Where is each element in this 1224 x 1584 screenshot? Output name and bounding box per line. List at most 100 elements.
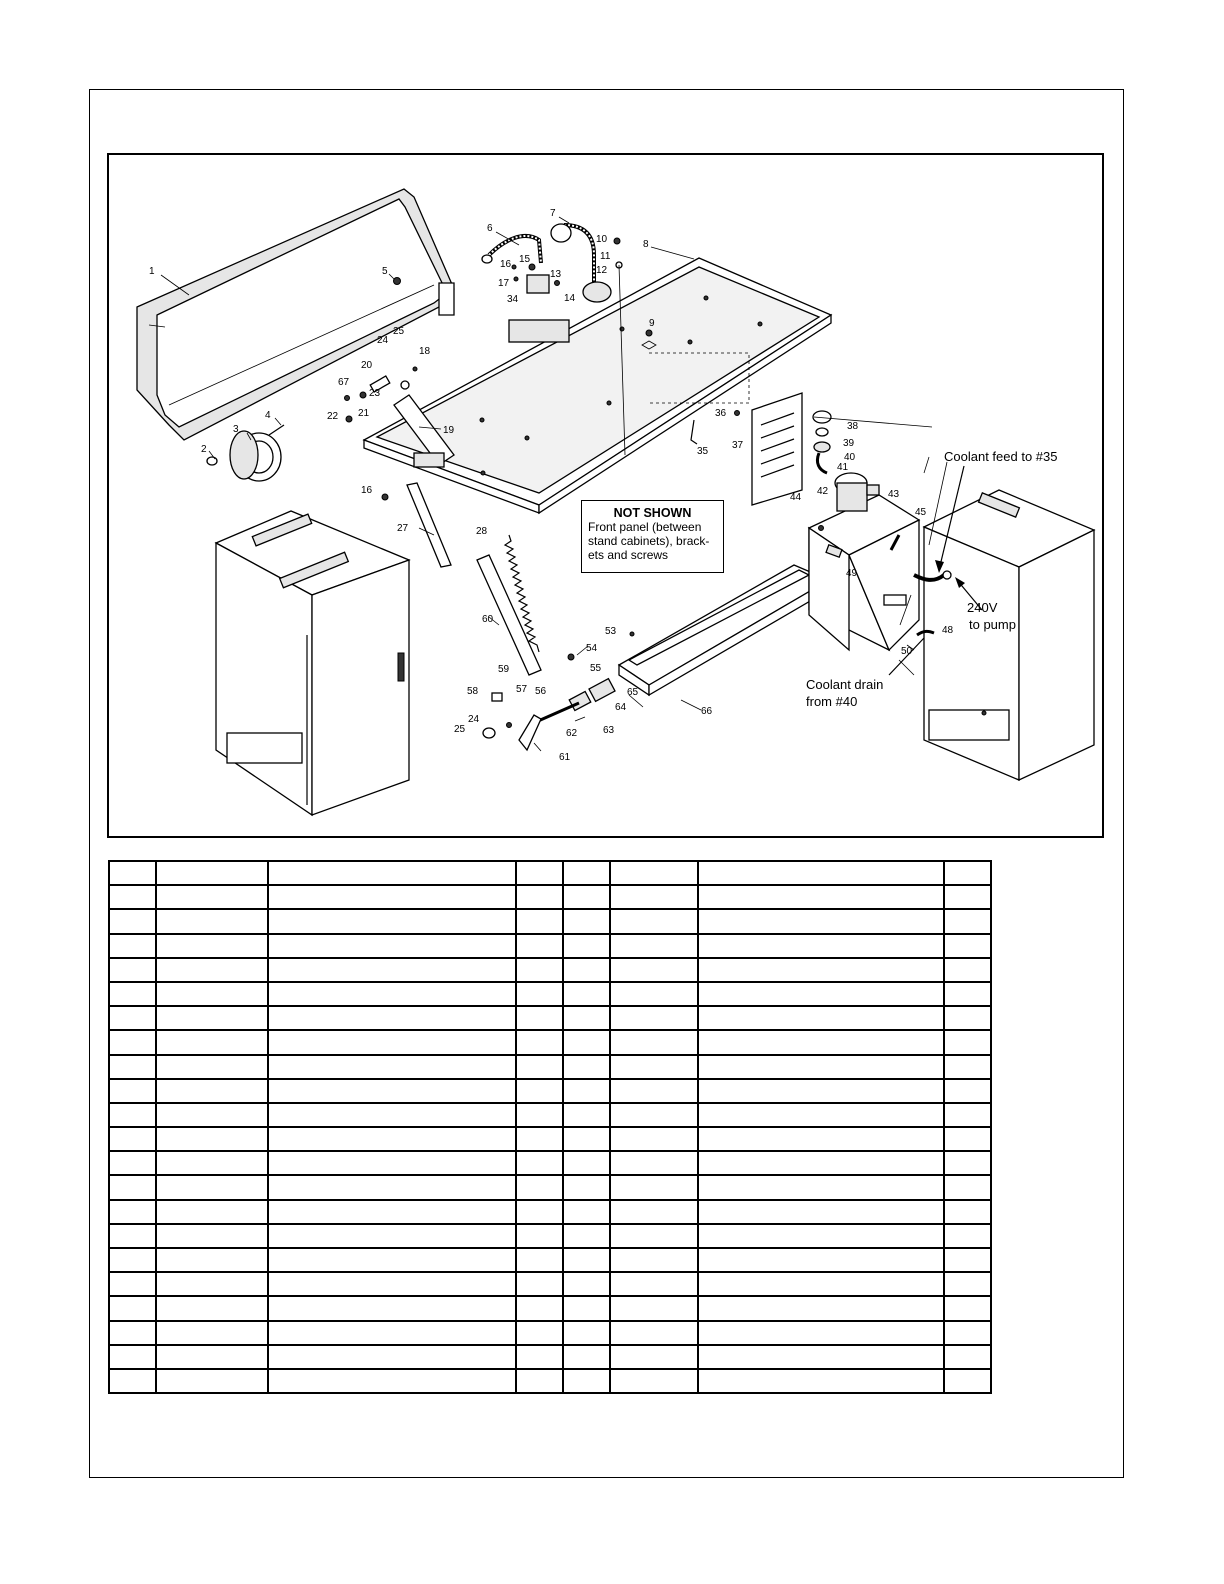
table-row: [108, 1029, 992, 1056]
parts-list-body: [108, 859, 992, 1395]
table-cell: [515, 1319, 564, 1346]
table-cell: [562, 932, 611, 959]
table-cell: [697, 1367, 945, 1395]
table-cell: [155, 908, 269, 935]
part-label: 11: [600, 251, 611, 262]
coolant-drain-annotation: Coolant drain from #40: [806, 677, 887, 709]
table-cell: [562, 1222, 611, 1250]
table-cell: [267, 1246, 517, 1274]
table-cell: [943, 1174, 992, 1201]
table-cell: [609, 1101, 699, 1129]
part-label: 6: [487, 223, 493, 234]
table-cell: [697, 932, 945, 959]
part-label: 12: [596, 265, 608, 276]
table-cell: [155, 1295, 269, 1322]
table-cell: [609, 1367, 699, 1395]
table-row: [108, 1101, 992, 1129]
part-label: 61: [559, 752, 571, 763]
bracket-27-drawing: [381, 482, 452, 568]
part-label: 45: [915, 507, 927, 518]
table-cell: [108, 1150, 157, 1177]
table-cell: [697, 1246, 945, 1274]
table-cell: [562, 1271, 611, 1298]
table-cell: [562, 1053, 611, 1080]
right-cabinet-drawing: [913, 489, 1096, 782]
table-cell: [562, 1077, 611, 1104]
table-cell: [155, 1271, 269, 1298]
foot-pedal-drawing: [617, 564, 831, 697]
part-label: 17: [498, 278, 510, 289]
table-cell: [609, 1295, 699, 1322]
table-cell: [515, 956, 564, 983]
table-cell: [697, 1319, 945, 1346]
table-cell: [697, 1126, 945, 1153]
part-label: 28: [476, 526, 488, 537]
table-cell: [267, 1126, 517, 1153]
table-cell: [267, 1101, 517, 1129]
shaft-parts-drawing: [482, 677, 616, 752]
table-cell: [267, 1005, 517, 1032]
table-cell: [108, 1246, 157, 1274]
table-cell: [267, 1029, 517, 1056]
table-cell: [609, 884, 699, 911]
table-cell: [943, 1295, 992, 1322]
table-cell: [515, 1150, 564, 1177]
table-cell: [267, 1053, 517, 1080]
note-title: NOT SHOWN: [613, 506, 692, 520]
table-row: [108, 932, 992, 959]
part-label: 24: [377, 335, 389, 346]
table-row: [108, 908, 992, 935]
part-label: 62: [566, 728, 578, 739]
part-label: 57: [516, 684, 528, 695]
table-row: [108, 1198, 992, 1225]
part-label: 44: [790, 492, 802, 503]
table-cell: [108, 1101, 157, 1129]
table-cell: [562, 884, 611, 911]
part-label: 48: [942, 625, 954, 636]
table-cell: [562, 859, 611, 887]
table-cell: [697, 1295, 945, 1322]
part-label: 49: [846, 568, 858, 579]
table-cell: [108, 1174, 157, 1201]
table-cell: [267, 980, 517, 1008]
table-cell: [943, 1343, 992, 1370]
part-label: 5: [382, 266, 388, 277]
table-cell: [155, 1222, 269, 1250]
table-row: [108, 1319, 992, 1346]
table-cell: [697, 884, 945, 911]
table-cell: [697, 980, 945, 1008]
table-cell: [515, 1101, 564, 1129]
table-cell: [515, 1295, 564, 1322]
table-cell: [943, 884, 992, 911]
part-label: 27: [397, 523, 409, 534]
table-cell: [267, 1174, 517, 1201]
part-label: 53: [605, 626, 617, 637]
table-cell: [943, 1271, 992, 1298]
table-cell: [108, 1367, 157, 1395]
table-cell: [515, 908, 564, 935]
table-cell: [697, 1343, 945, 1370]
table-cell: [609, 980, 699, 1008]
lamp-and-nozzle-drawing: [481, 223, 657, 456]
table-cell: [108, 1222, 157, 1250]
part-label: 22: [327, 411, 339, 422]
table-cell: [609, 1222, 699, 1250]
table-cell: [609, 1271, 699, 1298]
table-row: [108, 1343, 992, 1370]
table-row: [108, 1367, 992, 1395]
table-cell: [108, 859, 157, 887]
part-label: 21: [358, 408, 370, 419]
table-cell: [562, 1126, 611, 1153]
table-cell: [609, 1053, 699, 1080]
part-label: 41: [837, 462, 849, 473]
note-line: stand cabinets), brack-: [588, 534, 710, 548]
table-cell: [697, 859, 945, 887]
table-row: [108, 1005, 992, 1032]
table-cell: [697, 908, 945, 935]
part-label: 8: [643, 239, 649, 250]
table-cell: [155, 1319, 269, 1346]
part-label: 37: [732, 440, 744, 451]
part-label: 35: [697, 446, 709, 457]
table-cell: [515, 1343, 564, 1370]
table-cell: [562, 1005, 611, 1032]
